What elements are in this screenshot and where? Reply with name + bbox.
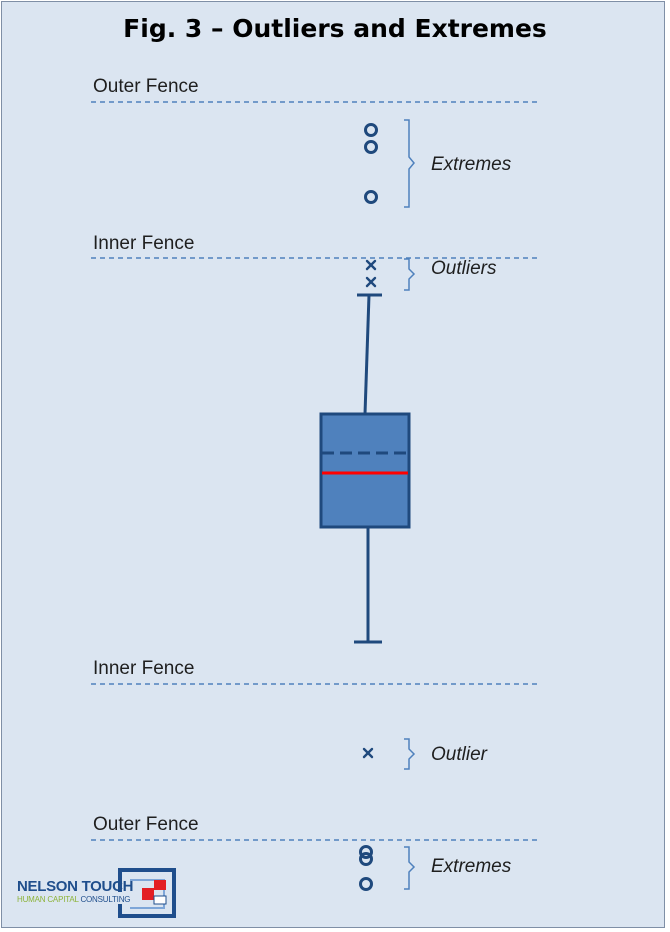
nelson-touch-logo: NELSON TOUCH HUMAN CAPITAL CONSULTING bbox=[14, 864, 184, 920]
upper-extremes-brace bbox=[404, 119, 415, 208]
upper-extreme-point bbox=[364, 123, 378, 137]
lower-extreme-point bbox=[359, 845, 373, 859]
upper-extreme-point bbox=[364, 140, 378, 154]
lower-outer-fence-label: Outer Fence bbox=[93, 814, 199, 835]
logo-tagline: HUMAN CAPITAL CONSULTING bbox=[17, 895, 131, 904]
lower-extremes-label: Extremes bbox=[431, 856, 512, 877]
lower-outlier-point bbox=[362, 747, 374, 759]
lower-inner-fence-label: Inner Fence bbox=[93, 658, 195, 679]
lower-extremes-brace bbox=[404, 846, 416, 890]
lower-outlier-brace bbox=[404, 738, 416, 770]
logo-name: NELSON TOUCH bbox=[17, 878, 134, 895]
upper-outliers-label: Outliers bbox=[431, 258, 497, 279]
upper-inner-fence-label: Inner Fence bbox=[93, 233, 195, 254]
logo-emblem-icon bbox=[118, 868, 176, 918]
logo-tagline-b: CONSULTING bbox=[80, 895, 131, 904]
upper-extremes-label: Extremes bbox=[431, 154, 512, 175]
logo-tagline-a: HUMAN CAPITAL bbox=[17, 895, 79, 904]
upper-outlier-point bbox=[365, 276, 377, 288]
interquartile-box bbox=[319, 412, 411, 529]
upper-whisker bbox=[363, 294, 371, 415]
figure-title: Fig. 3 – Outliers and Extremes bbox=[123, 14, 547, 43]
upper-outliers-brace bbox=[404, 258, 416, 291]
lower-outlier-label: Outlier bbox=[431, 744, 487, 765]
upper-outer-fence-label: Outer Fence bbox=[93, 76, 199, 97]
upper-outlier-point bbox=[365, 259, 377, 271]
lower-extreme-point bbox=[359, 877, 373, 891]
upper-extreme-point bbox=[364, 190, 378, 204]
lower-extreme-point bbox=[359, 852, 373, 866]
